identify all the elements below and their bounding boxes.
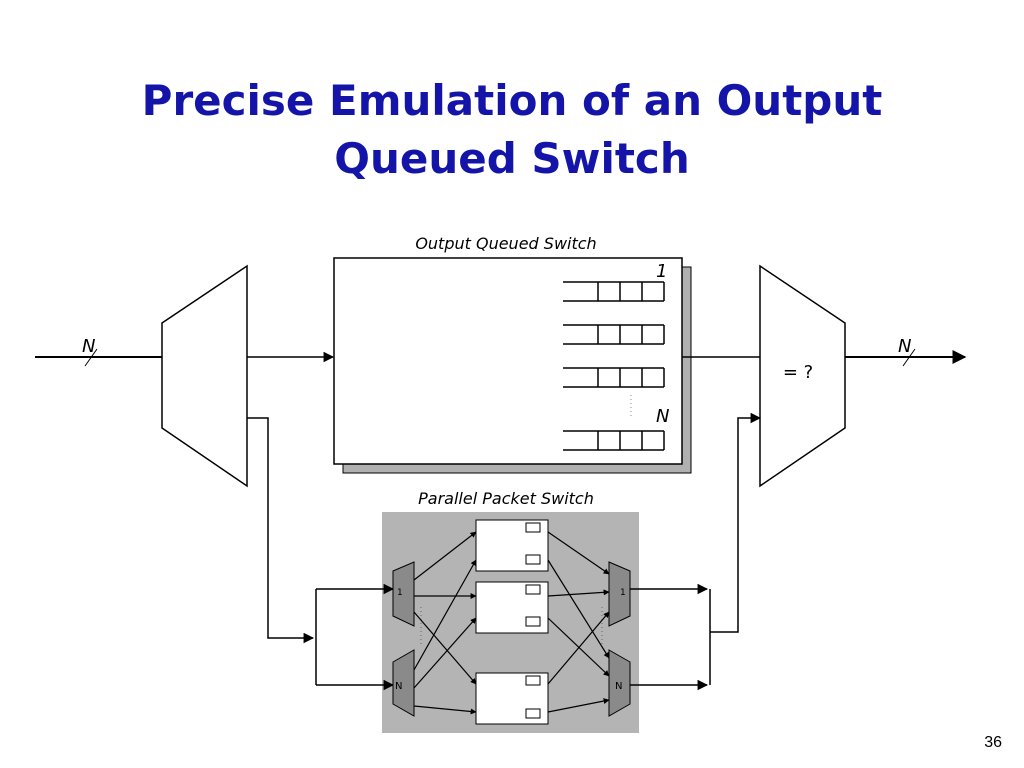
slide-title-line-1: Precise Emulation of an Output (141, 76, 883, 125)
pps-label: Parallel Packet Switch (418, 489, 594, 508)
splitter-to-pps-line (247, 417, 315, 644)
page-number: 36 (984, 734, 1002, 751)
slide-title-line-2: Queued Switch (334, 134, 690, 183)
input-splitter (161, 264, 248, 488)
output-queue-2 (563, 324, 665, 345)
pps-mux-1 (608, 561, 631, 627)
pps-mux-links (547, 531, 610, 713)
queue-last-label: N (656, 406, 669, 427)
queue-first-label: 1 (656, 261, 667, 282)
pps-demux-n (392, 649, 415, 717)
output-queue-1 (563, 281, 665, 302)
oq-switch-box (333, 257, 683, 465)
pps-demux-links (413, 531, 477, 715)
output-bus-label: N (898, 336, 911, 357)
input-bus-label: N (82, 336, 95, 357)
output-bus-slash (902, 348, 916, 367)
pps-to-comparator-line (710, 412, 762, 633)
pps-demux-1 (392, 561, 415, 627)
output-queue-n (563, 430, 665, 451)
pps-demux-last-label: N (395, 681, 402, 692)
output-queue-3 (563, 367, 665, 388)
slide-title: Precise Emulation of an Output Queued Sw… (0, 72, 1024, 188)
pps-mux-n (608, 649, 631, 717)
oq-switch-label: Output Queued Switch (415, 234, 596, 253)
comparator (759, 264, 846, 488)
pps-demux-first-label: 1 (397, 588, 403, 598)
pps-layer-switch-2 (475, 581, 549, 634)
compare-label: = ? (783, 362, 813, 383)
pps-mux-first-label: 1 (620, 588, 626, 598)
input-bus-slash (84, 348, 98, 367)
pps-layer-switch-k (475, 672, 549, 725)
pps-layer-switch-1 (475, 519, 549, 572)
pps-mux-last-label: N (615, 681, 622, 692)
